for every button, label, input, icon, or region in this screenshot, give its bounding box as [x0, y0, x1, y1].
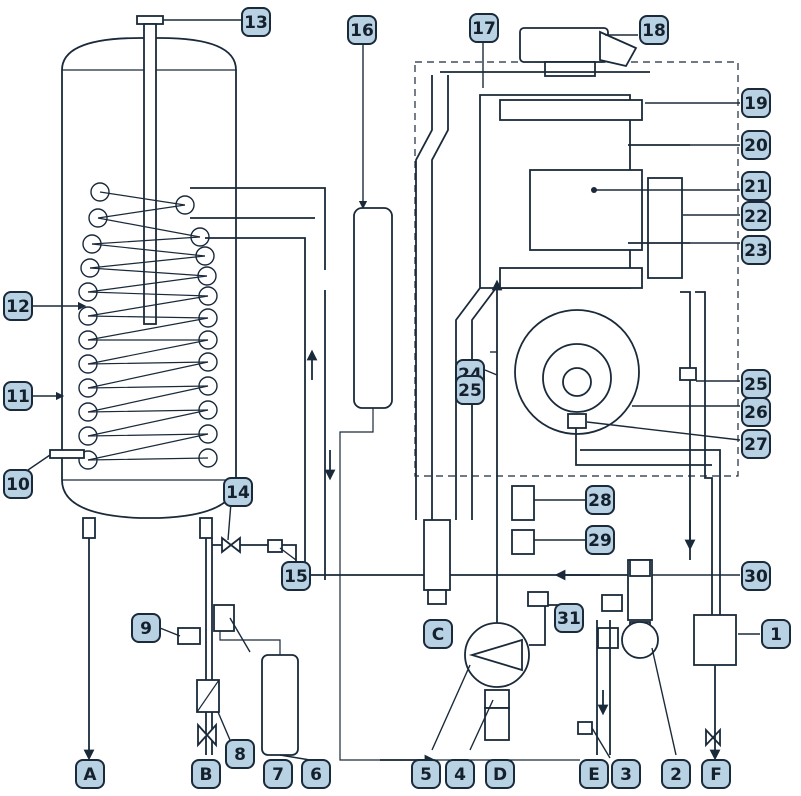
- svg-text:10: 10: [6, 475, 30, 495]
- svg-text:12: 12: [6, 297, 30, 317]
- callout-25-left: 25: [455, 375, 485, 405]
- callout-25-right: 25: [741, 369, 771, 399]
- svg-text:25: 25: [458, 381, 482, 401]
- callout-27: 27: [741, 429, 771, 459]
- callout-28: 28: [585, 485, 615, 515]
- svg-text:6: 6: [310, 765, 322, 785]
- callout-11: 11: [3, 381, 33, 411]
- callout-22: 22: [741, 201, 771, 231]
- svg-text:22: 22: [744, 207, 768, 227]
- svg-text:27: 27: [744, 435, 768, 455]
- svg-text:30: 30: [744, 567, 768, 587]
- svg-text:29: 29: [588, 531, 612, 551]
- svg-text:28: 28: [588, 491, 612, 511]
- heating-coil: [78, 182, 218, 470]
- svg-text:5: 5: [420, 765, 432, 785]
- callout-6: 6: [301, 759, 331, 789]
- callout-a: A: [75, 759, 105, 789]
- svg-text:E: E: [588, 765, 600, 785]
- svg-text:C: C: [432, 625, 444, 645]
- svg-text:D: D: [493, 765, 507, 785]
- callout-5: 5: [411, 759, 441, 789]
- flue-outlet: [519, 27, 638, 77]
- callout-15: 15: [281, 561, 311, 591]
- callout-26: 26: [741, 397, 771, 427]
- callout-8: 8: [225, 739, 255, 769]
- callout-12: 12: [3, 291, 33, 321]
- callout-f: F: [701, 759, 731, 789]
- svg-text:19: 19: [744, 94, 768, 114]
- svg-text:A: A: [83, 765, 97, 785]
- callout-2: 2: [661, 759, 691, 789]
- svg-text:4: 4: [454, 765, 466, 785]
- svg-text:3: 3: [620, 765, 632, 785]
- svg-text:16: 16: [350, 21, 374, 41]
- svg-text:7: 7: [272, 765, 284, 785]
- svg-text:14: 14: [226, 483, 250, 503]
- svg-text:13: 13: [244, 13, 268, 33]
- leader-lines: [27, 19, 760, 761]
- storage-tank: [49, 15, 237, 539]
- svg-text:8: 8: [234, 745, 246, 765]
- callout-e: E: [579, 759, 609, 789]
- callout-d: D: [485, 759, 515, 789]
- svg-text:1: 1: [770, 625, 782, 645]
- callout-17: 17: [469, 13, 499, 43]
- callout-1: 1: [761, 619, 791, 649]
- callout-20: 20: [741, 130, 771, 160]
- svg-text:23: 23: [744, 241, 768, 261]
- svg-text:20: 20: [744, 136, 768, 156]
- callout-21: 21: [741, 171, 771, 201]
- fan-assembly: [514, 309, 640, 435]
- svg-text:21: 21: [744, 177, 768, 197]
- callout-4: 4: [445, 759, 475, 789]
- callout-c: C: [423, 619, 453, 649]
- svg-text:17: 17: [472, 19, 496, 39]
- callout-30: 30: [741, 561, 771, 591]
- callout-23: 23: [741, 235, 771, 265]
- svg-text:15: 15: [284, 567, 308, 587]
- callout-16: 16: [347, 15, 377, 45]
- svg-text:26: 26: [744, 403, 768, 423]
- svg-text:25: 25: [744, 375, 768, 395]
- callout-13: 13: [241, 7, 271, 37]
- callout-29: 29: [585, 525, 615, 555]
- callout-31: 31: [554, 603, 584, 633]
- svg-text:2: 2: [670, 765, 682, 785]
- callout-14: 14: [223, 477, 253, 507]
- svg-text:18: 18: [642, 21, 666, 41]
- svg-text:9: 9: [140, 619, 152, 639]
- svg-text:31: 31: [557, 609, 581, 629]
- callout-7: 7: [263, 759, 293, 789]
- svg-text:11: 11: [6, 387, 30, 407]
- svg-text:B: B: [200, 765, 213, 785]
- svg-text:F: F: [710, 765, 722, 785]
- callout-19: 19: [741, 88, 771, 118]
- callout-3: 3: [611, 759, 641, 789]
- callout-10: 10: [3, 469, 33, 499]
- callout-9: 9: [131, 613, 161, 643]
- callout-18: 18: [639, 15, 669, 45]
- callout-b: B: [191, 759, 221, 789]
